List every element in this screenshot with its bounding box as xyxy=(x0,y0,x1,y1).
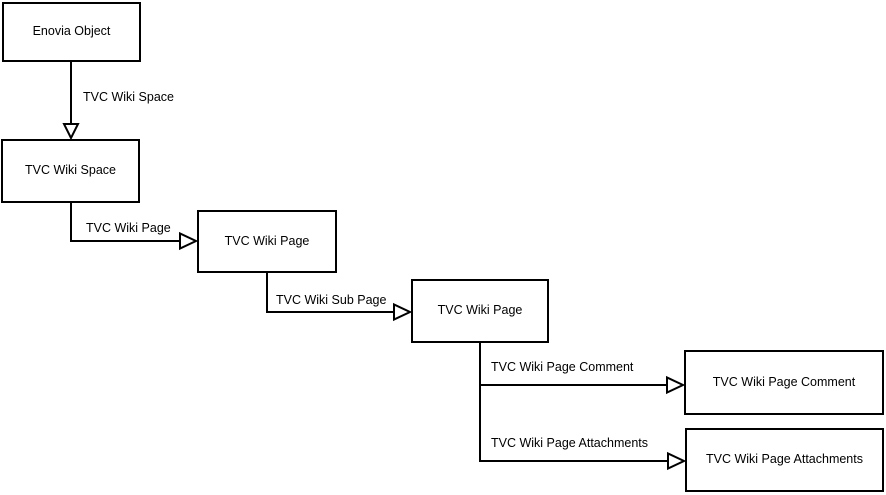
arrowhead-right-sub-page xyxy=(393,302,413,322)
node-label: Enovia Object xyxy=(32,24,111,39)
edge-line-wiki-page-to-sub-page xyxy=(266,273,395,313)
node-label: TVC Wiki Page Attachments xyxy=(705,452,863,467)
edge-label-tvc-wiki-page-comment: TVC Wiki Page Comment xyxy=(491,360,634,374)
edge-label-tvc-wiki-sub-page: TVC Wiki Sub Page xyxy=(276,293,387,307)
edge-label-tvc-wiki-space: TVC Wiki Space xyxy=(83,90,174,104)
node-label: TVC Wiki Page xyxy=(437,303,523,318)
edge-line-wiki-page-to-attachments xyxy=(479,385,669,462)
node-label: TVC Wiki Page Comment xyxy=(712,374,856,389)
arrowhead-down-wiki-space xyxy=(62,123,80,141)
node-tvc-wiki-page-attachments: TVC Wiki Page Attachments xyxy=(685,428,884,492)
node-label: TVC Wiki Space xyxy=(25,163,116,178)
node-tvc-wiki-page-2: TVC Wiki Page xyxy=(411,279,549,343)
arrowhead-right-wiki-page xyxy=(179,231,199,251)
edge-label-tvc-wiki-page-attachments: TVC Wiki Page Attachments xyxy=(491,436,649,450)
node-tvc-wiki-space: TVC Wiki Space xyxy=(1,139,140,203)
node-label: TVC Wiki Page xyxy=(224,233,310,248)
edge-line-wiki-space-to-wiki-page xyxy=(70,203,181,242)
arrowhead-right-comment xyxy=(666,375,686,395)
node-enovia-object: Enovia Object xyxy=(2,2,141,62)
node-tvc-wiki-page-1: TVC Wiki Page xyxy=(197,210,337,273)
arrowhead-right-attachments xyxy=(667,451,687,471)
edge-label-tvc-wiki-page: TVC Wiki Page xyxy=(86,221,171,235)
node-tvc-wiki-page-comment: TVC Wiki Page Comment xyxy=(684,350,884,415)
